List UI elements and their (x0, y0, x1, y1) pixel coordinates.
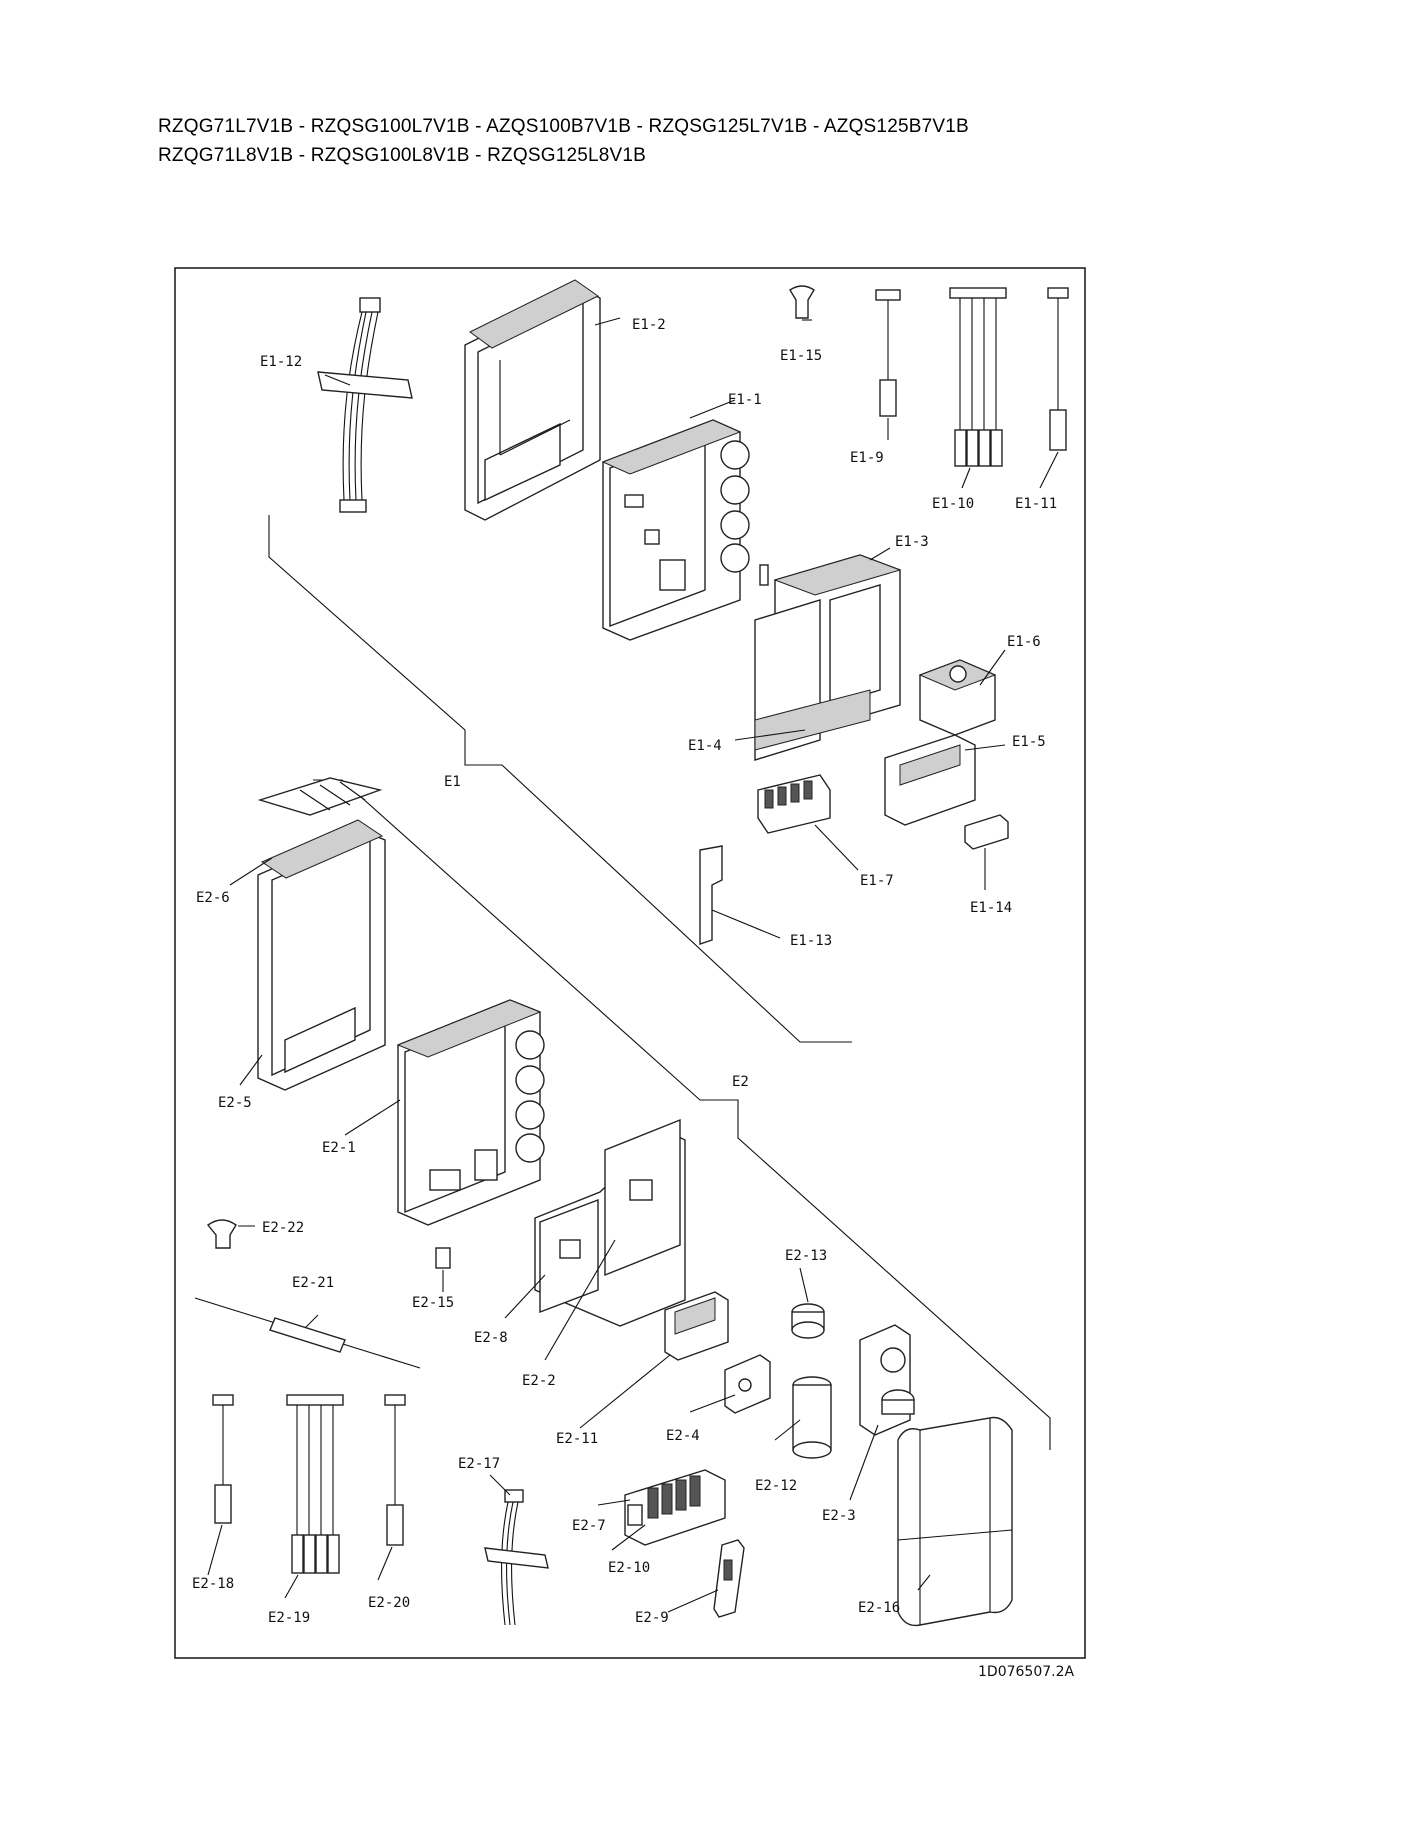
label-e2-11: E2-11 (556, 1431, 598, 1447)
part-e1-10-sensor-harness (949, 287, 1007, 467)
label-e1-6: E1-6 (1007, 634, 1041, 650)
e1-leader-lines (324, 317, 1059, 939)
label-e1-13: E1-13 (790, 933, 832, 949)
part-e2-15-fitting (435, 1247, 451, 1269)
part-e2-11-pcb (664, 1291, 729, 1361)
e2-leader-lines (207, 857, 931, 1613)
diagram-frame (174, 267, 1086, 1659)
part-e2-4-module (724, 1354, 771, 1414)
label-e1-14: E1-14 (970, 900, 1012, 916)
part-e2-16-cover (897, 1416, 1013, 1627)
label-e1-11: E1-11 (1015, 496, 1057, 512)
label-group-e2: E2 (732, 1074, 749, 1090)
part-e1-2-cover-panel (464, 279, 601, 521)
label-e1-5: E1-5 (1012, 734, 1046, 750)
label-group-e1: E1 (444, 774, 461, 790)
part-e2-20-sensor (384, 1394, 406, 1546)
model-list-header: RZQG71L7V1B - RZQSG100L7V1B - AZQS100B7V… (158, 112, 969, 170)
label-e1-10: E1-10 (932, 496, 974, 512)
label-e2-3: E2-3 (822, 1508, 856, 1524)
part-e2-21-fuse (194, 1297, 421, 1369)
group-e1-boundary (268, 515, 852, 1043)
part-e1-15-clip (789, 285, 815, 319)
label-e2-20: E2-20 (368, 1595, 410, 1611)
part-e1-13-bracket (699, 845, 723, 945)
part-e2-22-clip (206, 1219, 237, 1249)
label-e2-15: E2-15 (412, 1295, 454, 1311)
label-e1-4: E1-4 (688, 738, 722, 754)
label-e1-2: E1-2 (632, 317, 666, 333)
part-e1-3-e1-4-bracket (754, 554, 902, 761)
label-e2-7: E2-7 (572, 1518, 606, 1534)
drawing-id: 1D076507.2A (978, 1664, 1074, 1680)
label-e1-1: E1-1 (728, 392, 762, 408)
label-e2-10: E2-10 (608, 1560, 650, 1576)
part-e2-9-fuse-holder (713, 1539, 745, 1618)
label-e2-1: E2-1 (322, 1140, 356, 1156)
group-e2-boundary (313, 779, 1051, 1450)
label-e2-4: E2-4 (666, 1428, 700, 1444)
label-e1-12: E1-12 (260, 354, 302, 370)
model-list-line-1: RZQG71L7V1B - RZQSG100L7V1B - AZQS100B7V… (158, 116, 969, 137)
part-e2-18-sensor (212, 1394, 234, 1524)
part-e1-6-reactor (918, 659, 997, 736)
part-e1-11-sensor (1047, 287, 1069, 451)
label-e1-3: E1-3 (895, 534, 929, 550)
label-e2-2: E2-2 (522, 1373, 556, 1389)
label-e1-7: E1-7 (860, 873, 894, 889)
label-e2-18: E2-18 (192, 1576, 234, 1592)
part-e2-5-cover-panel (257, 819, 386, 1091)
part-e2-12-capacitor (792, 1376, 832, 1459)
label-e2-13: E2-13 (785, 1248, 827, 1264)
part-e1-14-module (964, 814, 1009, 850)
part-e2-6-plate (257, 777, 383, 816)
label-e2-12: E2-12 (755, 1478, 797, 1494)
part-e2-7-e2-10-terminal-block (624, 1469, 726, 1546)
label-e2-21: E2-21 (292, 1275, 334, 1291)
label-e2-9: E2-9 (635, 1610, 669, 1626)
label-e2-17: E2-17 (458, 1456, 500, 1472)
label-e2-19: E2-19 (268, 1610, 310, 1626)
part-e1-1-pcb-box (601, 419, 750, 641)
part-e1-7-terminal-block (757, 774, 831, 834)
part-e2-3-reactor-assembly (859, 1324, 915, 1436)
part-e1-5-pcb (884, 734, 976, 826)
part-e2-17-harness (484, 1489, 549, 1626)
label-e2-5: E2-5 (218, 1095, 252, 1111)
label-e2-22: E2-22 (262, 1220, 304, 1236)
model-list-line-2: RZQG71L8V1B - RZQSG100L8V1B - RZQSG125L8… (158, 145, 647, 166)
part-e2-13-ring-core (791, 1303, 825, 1339)
part-e1-12-harness (317, 297, 413, 513)
label-e1-15: E1-15 (780, 348, 822, 364)
label-e2-6: E2-6 (196, 890, 230, 906)
part-e2-1-pcb-box (396, 999, 545, 1226)
part-e2-2-e2-8-pcb-assembly (534, 1118, 686, 1327)
part-e1-9-sensor (875, 289, 901, 417)
label-e2-16: E2-16 (858, 1600, 900, 1616)
label-e1-9: E1-9 (850, 450, 884, 466)
label-e2-8: E2-8 (474, 1330, 508, 1346)
part-e2-19-sensor-harness (286, 1394, 344, 1574)
